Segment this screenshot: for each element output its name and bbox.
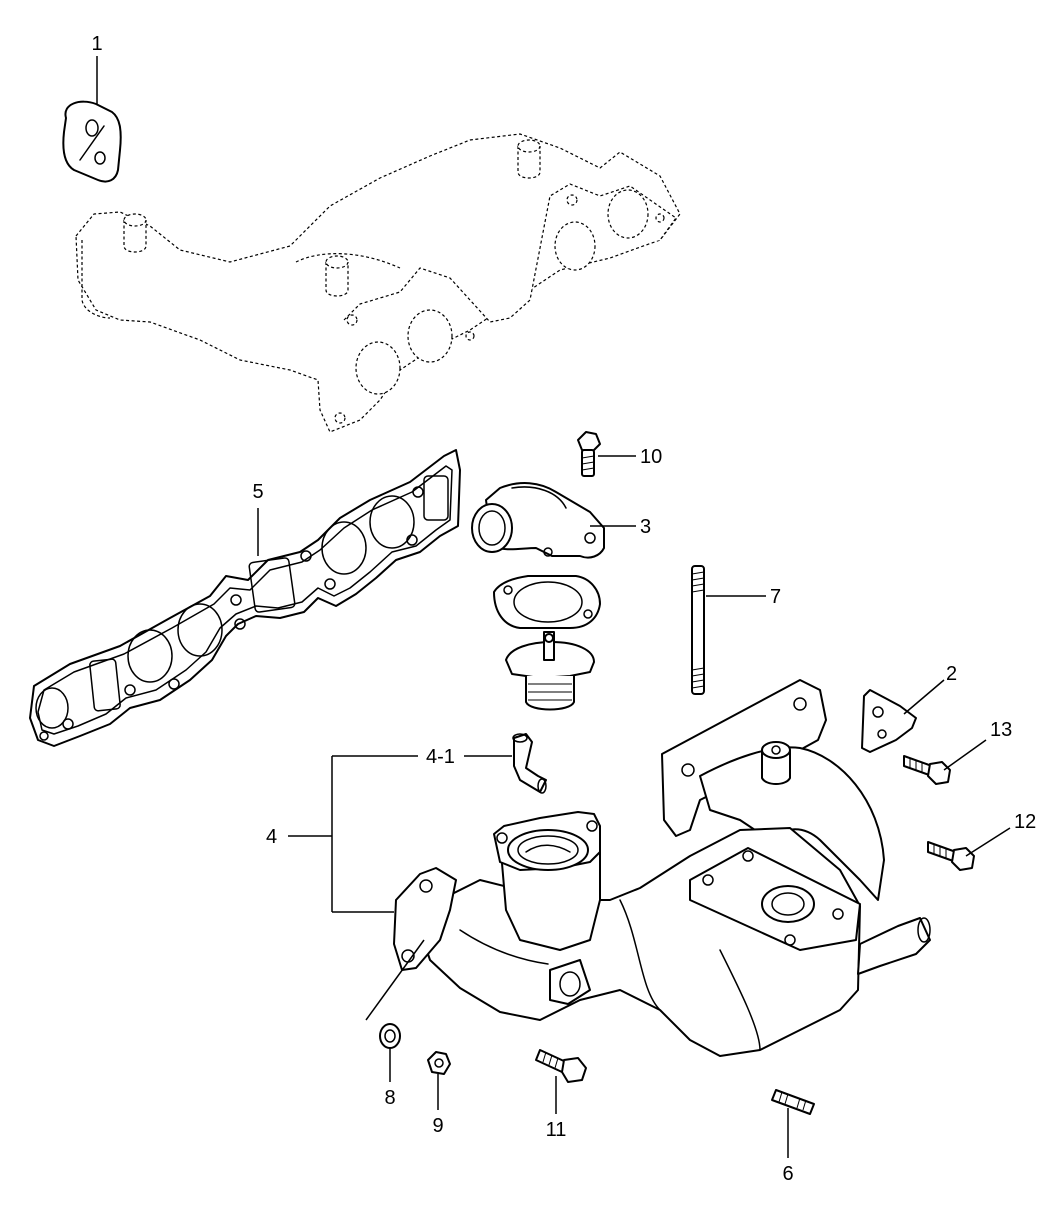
part-10-bolt: [577, 431, 601, 477]
part-4-1-fitting: [512, 733, 547, 794]
thermostat-gasket: [493, 575, 601, 629]
callout-10: 10: [640, 446, 662, 468]
callout-9: 9: [432, 1115, 443, 1137]
callout-1: 1: [91, 33, 102, 55]
thermostat: [505, 631, 595, 711]
callout-8: 8: [384, 1087, 395, 1109]
part-13-bolt: [903, 755, 951, 785]
callout-6: 6: [782, 1163, 793, 1185]
callout-labels: 1 10 3 5 7 2 13 12 4-1 4 8 9 11 6: [91, 33, 1036, 1185]
ghost-exhaust-manifold: [75, 133, 681, 433]
part-9-nut: [427, 1051, 451, 1075]
part-6-stud: [771, 1089, 815, 1115]
callout-5: 5: [252, 481, 263, 503]
part-5-manifold-gasket: [29, 449, 461, 747]
part-1-bracket: [62, 100, 122, 183]
leader-lines: [96, 56, 1011, 1158]
part-4-intake-manifold: [393, 679, 931, 1057]
callout-13: 13: [990, 719, 1012, 741]
part-2-bracket: [861, 689, 917, 753]
callout-3: 3: [640, 516, 651, 538]
callout-4-1: 4-1: [426, 746, 455, 768]
part-8-washer: [379, 1023, 401, 1049]
part-12-bolt: [927, 841, 975, 871]
part-11-bolt: [535, 1049, 587, 1083]
callout-4: 4: [266, 826, 277, 848]
part-3-water-outlet: [471, 482, 605, 559]
callout-12: 12: [1014, 811, 1036, 833]
callout-11: 11: [546, 1119, 567, 1141]
callout-2: 2: [946, 663, 957, 685]
callout-7: 7: [770, 586, 781, 608]
part-7-stud: [691, 565, 705, 695]
